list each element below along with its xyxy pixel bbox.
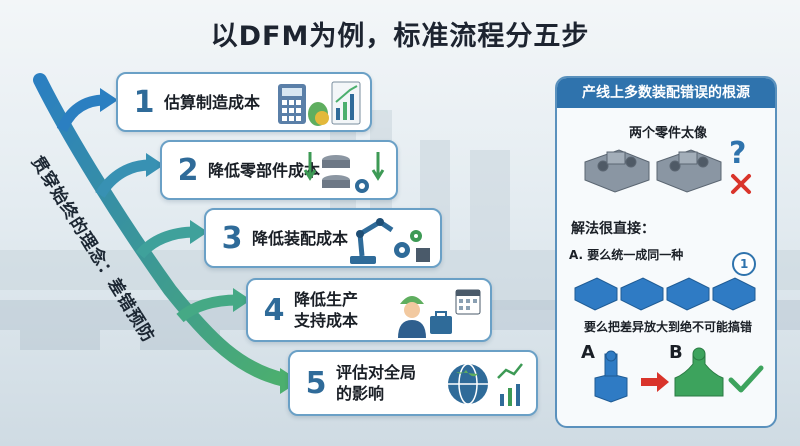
step-4-card: 4 降低生产 支持成本 [246,278,492,342]
robot-arm-gears-icon [350,218,430,264]
step-2-card: 2 降低零部件成本 [160,140,398,200]
step-label: 降低装配成本 [252,228,349,248]
unified-part-4 [712,277,756,311]
badge-circle [732,252,756,276]
step-1-card: 1 估算制造成本 [116,72,372,132]
distinct-part-a [594,350,628,403]
branch-arrow-3 [135,226,196,259]
similar-part-left [584,149,650,193]
arrowhead-4 [233,288,251,312]
unified-part-1 [574,277,618,311]
question-mark: ? [729,136,747,171]
branch-arrow-1 [56,94,106,133]
unified-part-2 [620,277,664,311]
step-number: 2 [177,152,199,188]
part-a-letter: A [581,342,595,363]
badge-number: 1 [740,257,749,271]
panel-illustrations [574,149,764,403]
branch-arrow-2 [95,159,151,199]
step-3-card: 3 降低装配成本 [204,208,442,268]
panel-header: 产线上多数装配错误的根源 [557,78,775,108]
similar-part-right [656,149,722,193]
part-b-letter: B [669,342,683,363]
main-flow-arrow [33,73,292,387]
worker-toolbox-calendar-icon [398,289,481,338]
step-label: 评估对全局 的影响 [336,363,417,403]
branch-arrow-4 [176,294,239,323]
error-x-icon [731,174,751,194]
step-5-card: 5 评估对全局 的影响 [288,350,538,416]
step-number: 4 [263,292,285,328]
step-label: 估算制造成本 [164,92,261,112]
step-number: 3 [221,220,243,256]
globe-analytics-icon [448,363,523,406]
step-number: 5 [305,365,327,401]
solution-label: 解法很直接： [571,221,655,237]
unified-part-3 [666,277,710,311]
calculator-money-chart-icon [278,81,361,126]
check-icon [728,365,764,393]
step-number: 1 [133,84,155,120]
option-b-label: 要么把差异放大到绝不可能搞错 [583,320,752,334]
red-arrow-icon [641,372,669,392]
page-title: 以DFM为例，标准流程分五步 [210,21,590,52]
parts-similar-label: 两个零件太像 [628,126,707,141]
step-label: 降低生产 支持成本 [294,290,359,330]
gears-down-arrows-icon [303,152,385,193]
arrowhead-3 [190,220,208,244]
distinct-part-b [674,347,724,397]
arrowhead-1 [100,88,118,112]
step-label: 降低零部件成本 [208,160,321,180]
option-a-label: A. 要么统一成同一种 [569,248,684,262]
arrowhead-2 [146,153,164,177]
error-root-cause-panel: 产线上多数装配错误的根源 [555,76,777,428]
